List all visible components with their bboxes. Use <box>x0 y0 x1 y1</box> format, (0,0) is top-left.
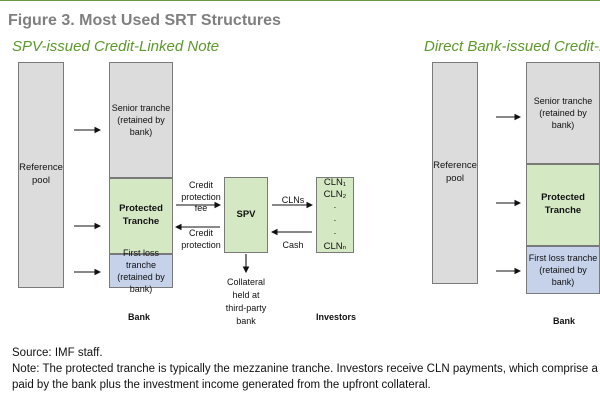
credit-protection-fee-label: Credit protection fee <box>181 180 221 214</box>
left-protected-tranche: Protected Tranche <box>109 178 173 254</box>
left-senior-tranche: Senior tranche (retained by bank) <box>109 62 173 178</box>
right-protected-tranche-label: Protected Tranche <box>541 192 585 216</box>
source-note: Source: IMF staff. <box>12 347 103 359</box>
cln-item: · <box>333 227 337 239</box>
cln-item: CLNₙ <box>323 240 347 252</box>
credit-protection-label: Credit protection <box>181 228 221 250</box>
right-reference-pool-box: Reference pool <box>432 62 478 284</box>
clns-arrow-label: CLNs <box>281 195 305 205</box>
right-senior-tranche: Senior tranche (retained by bank) <box>526 62 600 164</box>
left-first-loss-tranche-label: First loss tranche (retained by bank) <box>117 247 165 295</box>
investors-label: Investors <box>316 312 357 322</box>
right-bank-label: Bank <box>553 316 576 326</box>
left-senior-tranche-label: Senior tranche (retained by bank) <box>111 102 171 138</box>
left-bank-label: Bank <box>128 312 151 322</box>
collateral-label: Collateral held at third-party bank <box>225 277 267 327</box>
spv-label: SPV <box>236 208 256 220</box>
right-first-loss-tranche-label: First loss tranche (retained by bank) <box>528 252 598 288</box>
cln-item: CLN₁ <box>323 176 347 188</box>
cash-arrow-label: Cash <box>282 240 304 250</box>
right-senior-tranche-label: Senior tranche (retained by bank) <box>533 95 593 131</box>
figure-title: Figure 3. Most Used SRT Structures <box>8 12 281 29</box>
left-subtitle: SPV-issued Credit-Linked Note <box>12 38 220 55</box>
right-protected-tranche: Protected Tranche <box>526 164 600 246</box>
left-protected-tranche-label: Protected Tranche <box>119 203 163 227</box>
note-line-2: paid by the bank plus the investment inc… <box>12 379 431 391</box>
cln-notes-box: CLN₁ CLN₂ · · · CLNₙ <box>316 177 354 253</box>
cln-item: CLN₂ <box>323 189 347 201</box>
right-first-loss-tranche: First loss tranche (retained by bank) <box>526 246 600 294</box>
left-reference-pool-box: Reference pool <box>18 62 64 288</box>
spv-box: SPV <box>224 177 268 253</box>
left-first-loss-tranche: First loss tranche (retained by bank) <box>109 248 173 294</box>
right-reference-pool-label: Reference pool <box>433 160 477 184</box>
cln-item: · <box>333 202 337 214</box>
right-subtitle: Direct Bank-issued Credit-L <box>424 38 600 55</box>
cln-item: · <box>333 215 337 226</box>
left-reference-pool-label: Reference pool <box>19 162 63 186</box>
note-line-1: Note: The protected tranche is typically… <box>12 363 600 375</box>
